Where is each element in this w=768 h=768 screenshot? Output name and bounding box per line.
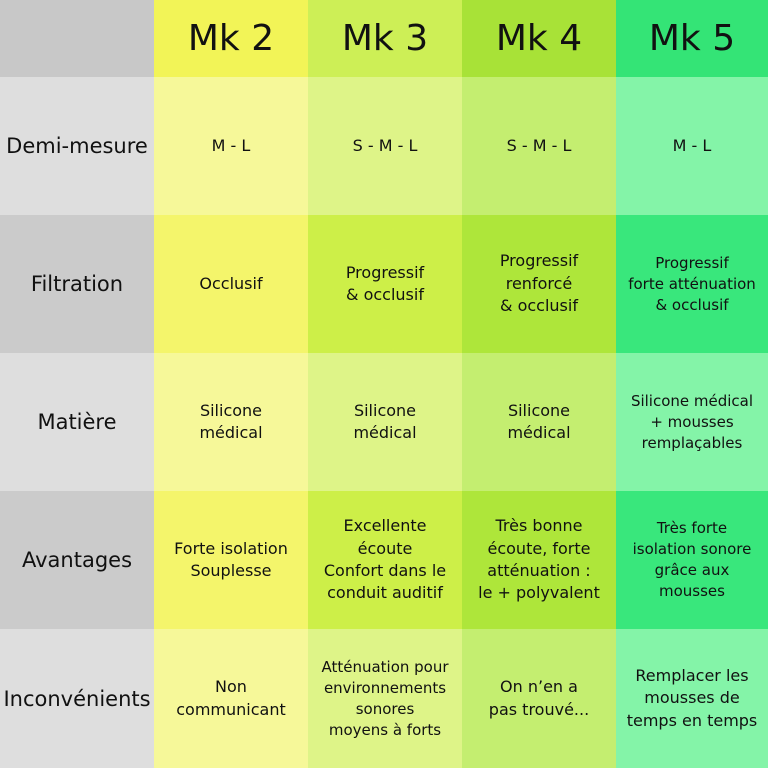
- header-mk3: Mk 3: [308, 0, 462, 77]
- cell-inconvenients-mk3: Atténuation pour environnements sonores …: [308, 629, 462, 768]
- cell-matiere-mk3: Silicone médical: [308, 353, 462, 491]
- row-label-matiere: Matière: [0, 353, 154, 491]
- cell-filtration-mk2: Occlusif: [154, 215, 308, 353]
- cell-matiere-mk2: Silicone médical: [154, 353, 308, 491]
- cell-demi-mesure-mk4: S - M - L: [462, 77, 616, 215]
- corner-cell: [0, 0, 154, 77]
- row-label-filtration: Filtration: [0, 215, 154, 353]
- cell-filtration-mk4: Progressif renforcé & occlusif: [462, 215, 616, 353]
- cell-matiere-mk5: Silicone médical + mousses remplaçables: [616, 353, 768, 491]
- row-label-inconvenients: Inconvénients: [0, 629, 154, 768]
- cell-inconvenients-mk5: Remplacer les mousses de temps en temps: [616, 629, 768, 768]
- cell-avantages-mk4: Très bonne écoute, forte atténuation : l…: [462, 491, 616, 629]
- cell-inconvenients-mk4: On n’en a pas trouvé...: [462, 629, 616, 768]
- cell-avantages-mk3: Excellente écoute Confort dans le condui…: [308, 491, 462, 629]
- cell-avantages-mk5: Très forte isolation sonore grâce aux mo…: [616, 491, 768, 629]
- cell-matiere-mk4: Silicone médical: [462, 353, 616, 491]
- header-mk5: Mk 5: [616, 0, 768, 77]
- cell-filtration-mk5: Progressif forte atténuation & occlusif: [616, 215, 768, 353]
- header-mk2: Mk 2: [154, 0, 308, 77]
- cell-demi-mesure-mk5: M - L: [616, 77, 768, 215]
- cell-demi-mesure-mk3: S - M - L: [308, 77, 462, 215]
- row-label-demi-mesure: Demi-mesure: [0, 77, 154, 215]
- cell-avantages-mk2: Forte isolation Souplesse: [154, 491, 308, 629]
- row-label-avantages: Avantages: [0, 491, 154, 629]
- header-mk4: Mk 4: [462, 0, 616, 77]
- cell-inconvenients-mk2: Non communicant: [154, 629, 308, 768]
- cell-filtration-mk3: Progressif & occlusif: [308, 215, 462, 353]
- cell-demi-mesure-mk2: M - L: [154, 77, 308, 215]
